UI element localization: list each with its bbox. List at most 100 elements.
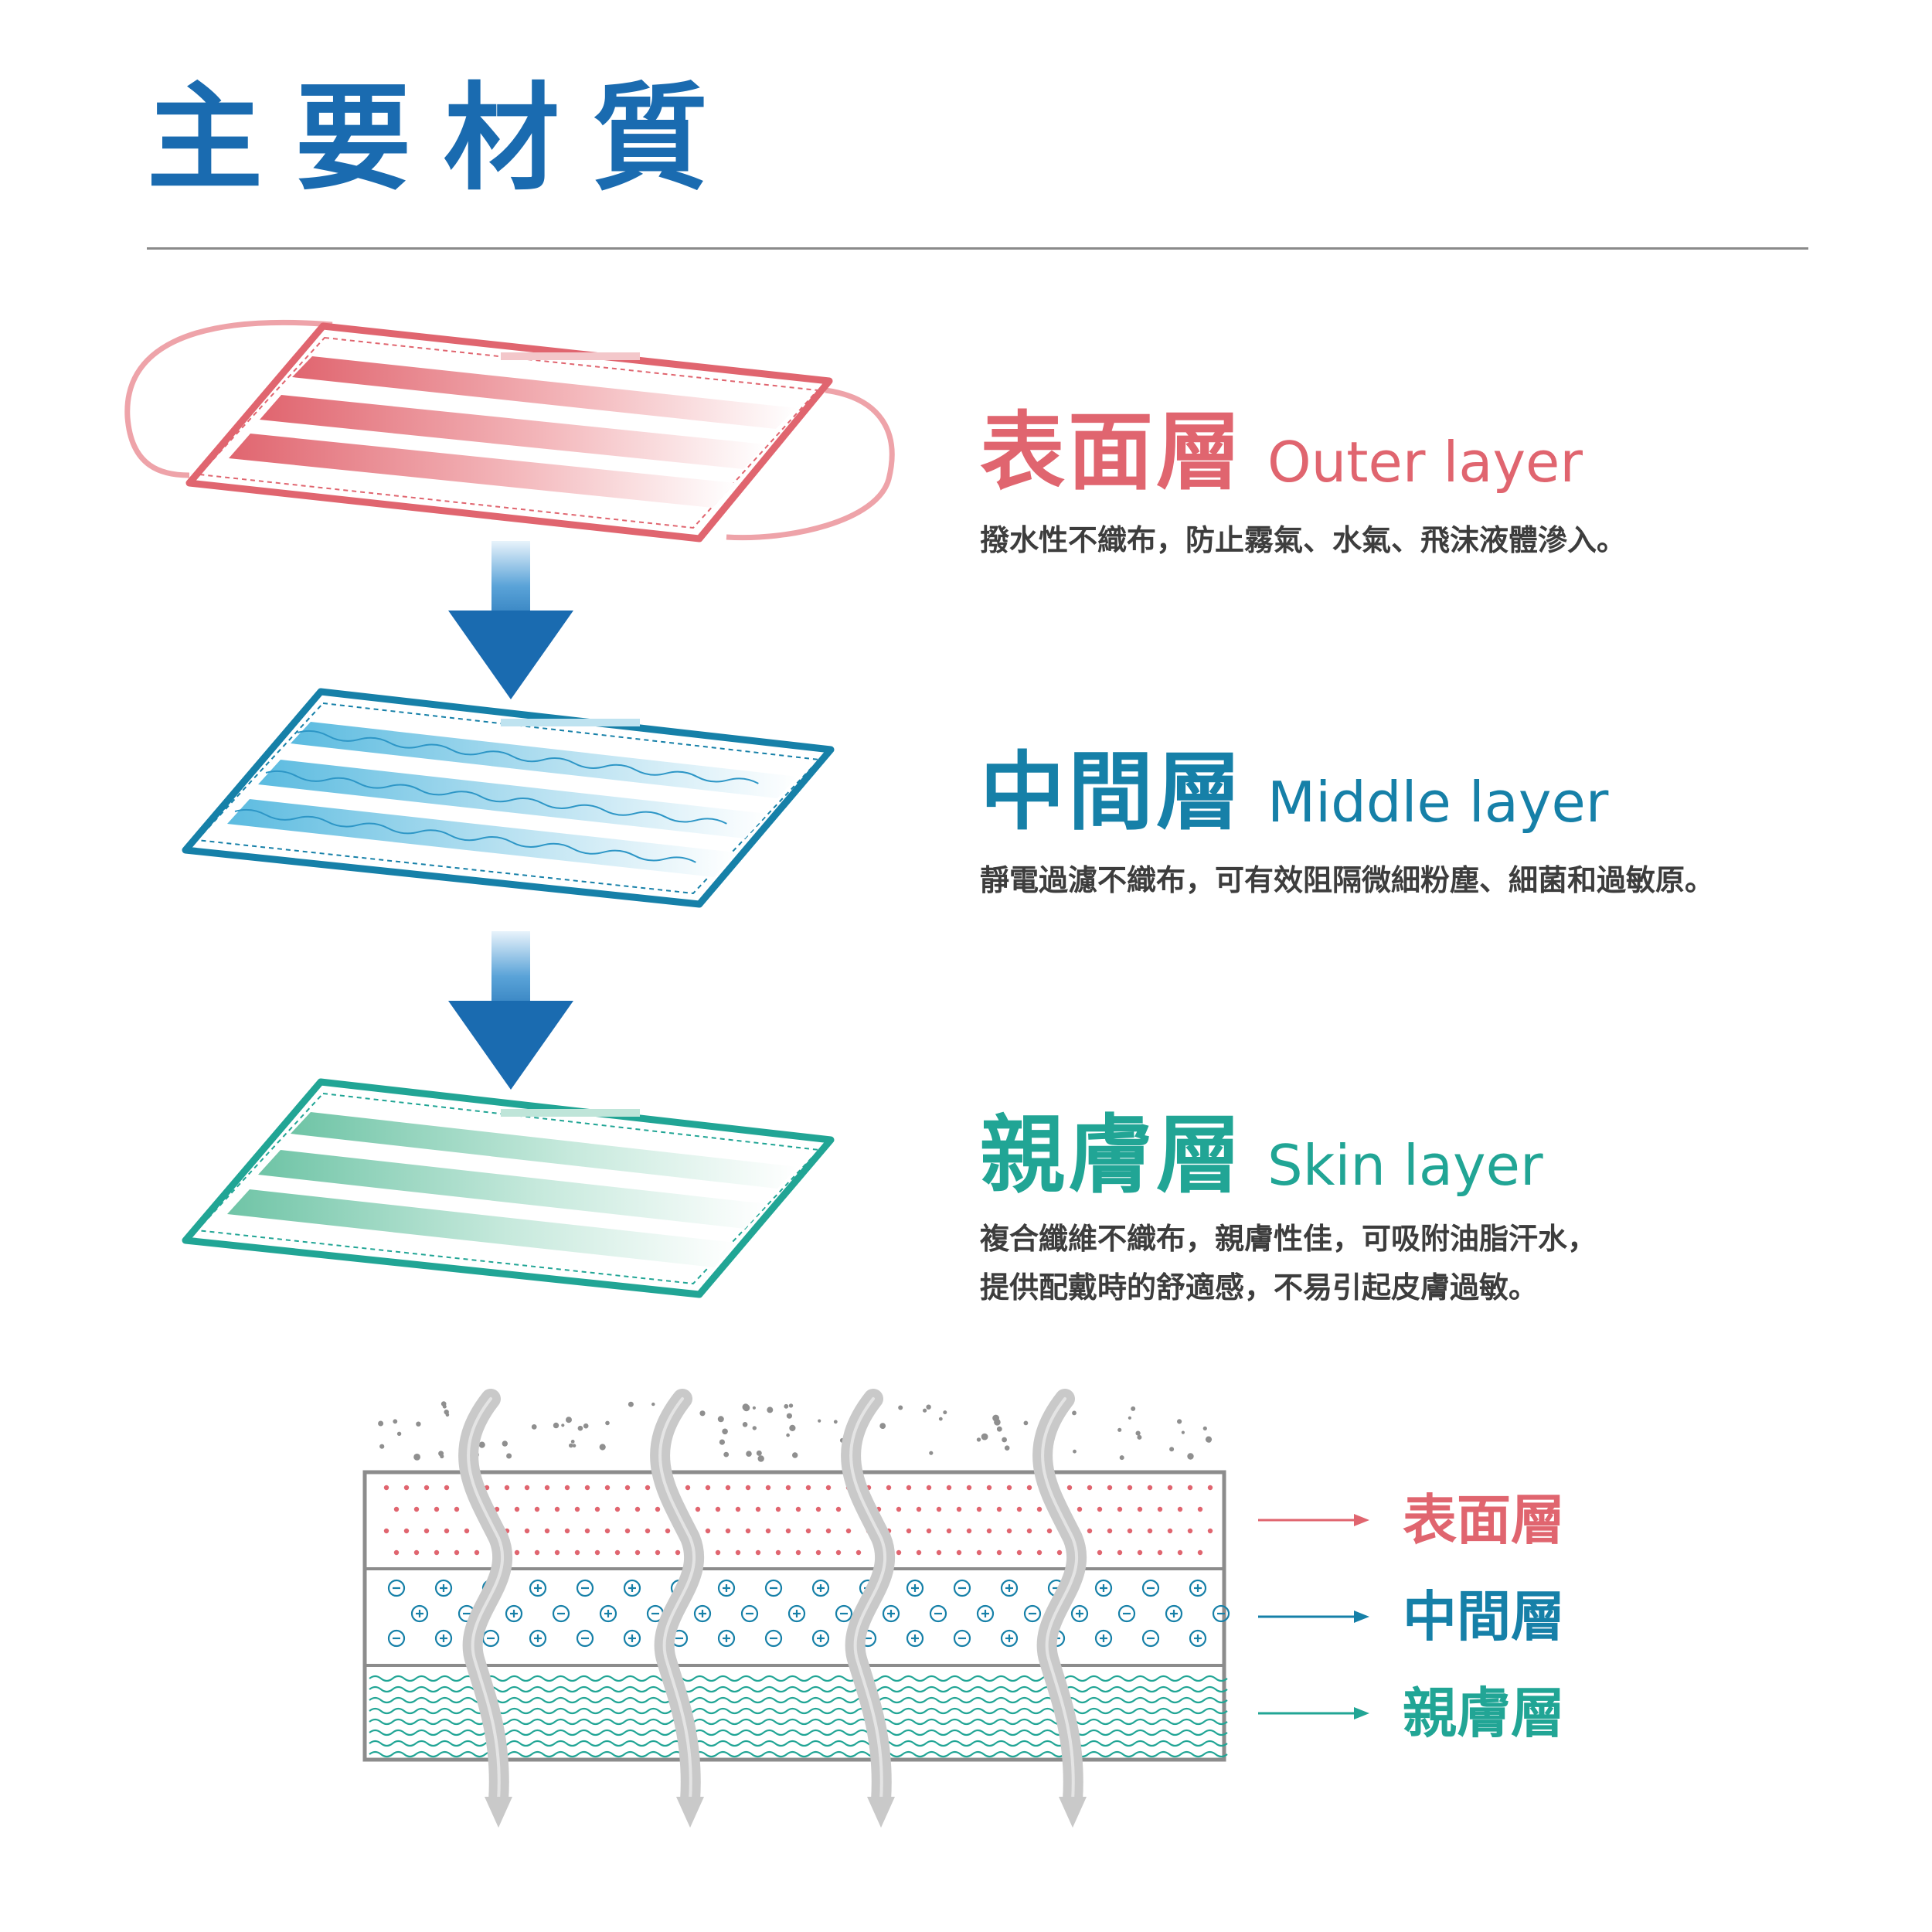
particle-icon	[605, 1420, 610, 1426]
plus-charge-icon	[906, 1629, 924, 1648]
dot-icon	[624, 1485, 631, 1491]
particle-icon	[413, 1454, 420, 1461]
plus-charge-icon	[529, 1629, 547, 1648]
plus-charge-icon	[434, 1579, 453, 1597]
dot-icon	[634, 1506, 641, 1512]
minus-charge-icon	[953, 1629, 971, 1648]
particle-icon	[566, 1417, 572, 1423]
dot-icon	[725, 1485, 731, 1491]
dot-icon	[655, 1549, 661, 1556]
dot-icon	[896, 1506, 902, 1512]
dot-icon	[976, 1549, 982, 1556]
dot-icon	[835, 1506, 842, 1512]
dot-icon	[775, 1549, 781, 1556]
dot-icon	[1036, 1506, 1043, 1512]
wave-fiber-icon	[369, 1696, 1228, 1704]
dot-icon	[554, 1549, 560, 1556]
dot-icon	[534, 1506, 540, 1512]
plus-charge-icon	[1000, 1579, 1019, 1597]
dot-icon	[785, 1528, 791, 1534]
dot-icon	[755, 1549, 761, 1556]
dot-icon	[1167, 1485, 1173, 1491]
down-arrow-icon	[448, 541, 573, 699]
dot-icon	[795, 1506, 801, 1512]
dot-icon	[403, 1485, 410, 1491]
dot-icon	[735, 1506, 741, 1512]
dot-icon	[956, 1549, 962, 1556]
dot-icon	[1056, 1549, 1063, 1556]
dot-icon	[665, 1528, 671, 1534]
down-arrow-icon	[867, 1797, 895, 1828]
dot-icon	[454, 1549, 460, 1556]
minus-charge-icon	[1141, 1579, 1160, 1597]
wave-fiber-icon	[369, 1718, 1228, 1726]
particle-icon	[784, 1403, 789, 1409]
dot-icon	[795, 1549, 801, 1556]
particle-icon	[1117, 1427, 1122, 1432]
dot-icon	[815, 1506, 821, 1512]
particle-icon	[599, 1444, 606, 1451]
dot-icon	[584, 1485, 590, 1491]
dot-icon	[705, 1528, 711, 1534]
dot-icon	[916, 1549, 922, 1556]
dot-icon	[1207, 1485, 1213, 1491]
down-arrow-icon	[676, 1797, 704, 1828]
dot-icon	[715, 1506, 721, 1512]
down-arrow-icon	[448, 931, 573, 1090]
middle-mask-icon	[182, 688, 835, 908]
wave-fiber-icon	[369, 1729, 1228, 1736]
particle-icon	[994, 1419, 1001, 1426]
dot-icon	[584, 1528, 590, 1534]
minus-charge-icon	[764, 1629, 783, 1648]
dot-icon	[906, 1528, 912, 1534]
middle-layer-desc-line: 靜電過濾不織布，可有效阻隔微細粉塵、細菌和過敏原。	[980, 863, 1715, 897]
particle-icon	[1177, 1419, 1182, 1424]
particle-icon	[396, 1431, 402, 1437]
particle-icon	[789, 1424, 796, 1431]
particle-icon	[1207, 1439, 1211, 1443]
particle-icon	[1119, 1455, 1124, 1461]
dot-icon	[1107, 1528, 1113, 1534]
dot-icon	[1107, 1485, 1113, 1491]
plus-charge-icon	[1189, 1629, 1207, 1648]
dot-icon	[685, 1485, 691, 1491]
particle-icon	[818, 1419, 821, 1423]
airflow-arrow-icon	[650, 1389, 705, 1828]
dot-icon	[745, 1528, 751, 1534]
cross-section-diagram	[362, 1389, 1369, 1828]
plus-charge-icon	[1094, 1629, 1113, 1648]
dot-icon	[1187, 1485, 1193, 1491]
dot-icon	[524, 1485, 530, 1491]
particle-icon	[379, 1444, 385, 1449]
dot-icon	[574, 1549, 580, 1556]
dot-icon	[906, 1485, 912, 1491]
particle-icon	[1135, 1430, 1141, 1436]
dot-icon	[1157, 1549, 1163, 1556]
dot-icon	[383, 1528, 389, 1534]
dot-icon	[775, 1506, 781, 1512]
dot-icon	[715, 1549, 721, 1556]
dot-icon	[815, 1549, 821, 1556]
dot-icon	[444, 1485, 450, 1491]
legend-label-skin: 親膚層	[1403, 1682, 1565, 1745]
dot-icon	[1207, 1528, 1213, 1534]
dot-icon	[1016, 1549, 1022, 1556]
dot-icon	[614, 1549, 621, 1556]
particle-icon	[981, 1433, 988, 1440]
plus-charge-icon	[1070, 1604, 1089, 1623]
dot-icon	[1127, 1485, 1133, 1491]
airflow-arrow-icon	[841, 1389, 896, 1828]
particle-icon	[792, 1452, 798, 1458]
dot-icon	[434, 1506, 440, 1512]
particle-icon	[1073, 1449, 1077, 1454]
dot-icon	[1157, 1506, 1163, 1512]
particle-icon	[378, 1401, 1213, 1462]
particle-icon	[1181, 1430, 1185, 1434]
skin-layer-desc: 複合纖維不織布，親膚性佳，可吸附油脂汗水， 提供配戴時的舒適感，不易引起皮膚過敏…	[980, 1215, 1597, 1312]
particle-icon	[757, 1455, 764, 1462]
minus-charge-icon	[576, 1579, 594, 1597]
dot-icon	[474, 1549, 480, 1556]
